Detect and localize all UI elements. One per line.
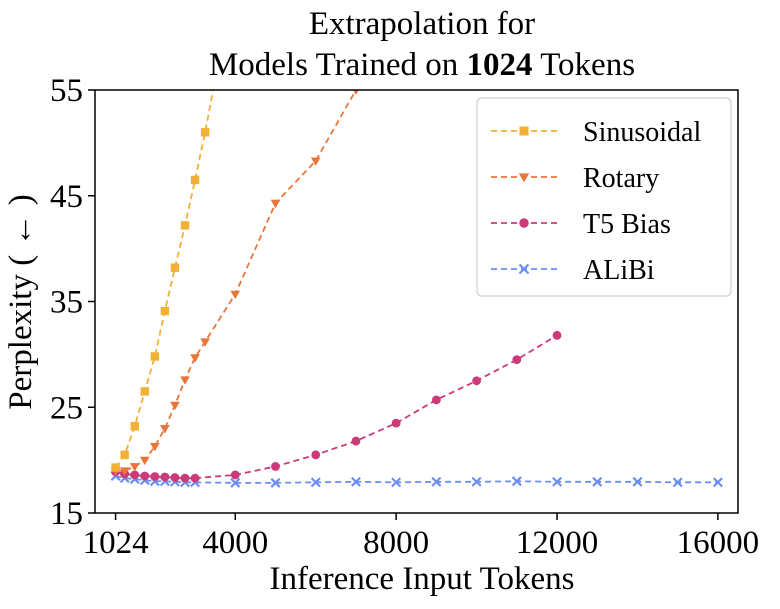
data-point-sinusoidal (170, 263, 180, 272)
data-point-t5-bias (311, 450, 321, 460)
x-axis-ticks: 1024 4000 8000 12000 16000 (83, 513, 760, 561)
legend-marker (519, 218, 529, 228)
y-axis-ticks: 15 25 35 45 55 (50, 73, 95, 532)
series-line-sinusoidal (114, 90, 215, 469)
data-point-t5-bias (140, 471, 150, 481)
data-point-rotary (150, 443, 160, 452)
data-point-sinusoidal (120, 450, 129, 460)
data-point-sinusoidal (140, 387, 149, 396)
legend-label-sinusoidal: Sinusoidal (583, 117, 701, 148)
data-point-alibi (431, 476, 442, 487)
data-point-t5-bias (431, 395, 441, 405)
data-point-rotary (139, 456, 150, 466)
data-point-t5-bias (180, 473, 190, 483)
data-point-rotary (170, 401, 180, 411)
legend-label-rotary: Rotary (583, 163, 659, 194)
data-point-rotary (160, 425, 170, 434)
series-t5-bias (111, 330, 562, 483)
data-point-t5-bias (391, 418, 401, 428)
x-tick-label: 12000 (516, 525, 599, 561)
legend-item-t5-bias: T5 Bias (491, 209, 671, 240)
data-point-alibi (712, 477, 723, 488)
series-alibi (110, 471, 723, 488)
data-point-alibi (592, 476, 603, 487)
data-point-rotary (353, 90, 359, 96)
data-point-alibi (632, 476, 643, 487)
y-tick-label: 45 (50, 179, 83, 215)
data-point-alibi (672, 477, 683, 488)
data-point-sinusoidal (160, 306, 170, 316)
data-point-rotary (190, 354, 200, 363)
data-point-t5-bias (160, 472, 170, 482)
legend-item-rotary: Rotary (491, 163, 659, 194)
data-point-t5-bias (230, 470, 240, 480)
legend-marker (518, 263, 530, 275)
data-point-rotary (270, 199, 281, 209)
data-point-t5-bias (271, 462, 280, 471)
data-point-rotary (200, 338, 210, 347)
data-point-alibi (391, 477, 402, 488)
legend-marker (519, 126, 529, 136)
data-point-sinusoidal (180, 221, 190, 230)
plot-series (110, 90, 723, 488)
x-tick-label: 8000 (363, 525, 429, 561)
y-tick-label: 55 (50, 73, 83, 109)
data-point-alibi (350, 476, 361, 487)
x-tick-label: 1024 (83, 525, 149, 561)
series-sinusoidal (111, 90, 215, 472)
data-point-alibi (230, 477, 241, 488)
legend-marker (518, 173, 530, 183)
series-line-alibi (115, 475, 718, 484)
data-point-alibi (552, 476, 562, 487)
data-point-sinusoidal (150, 352, 160, 361)
chart-title-line-1: Extrapolation for (309, 6, 535, 42)
data-point-alibi (511, 476, 522, 487)
data-point-sinusoidal (130, 422, 139, 431)
data-point-t5-bias (351, 436, 361, 446)
data-point-rotary (129, 463, 140, 472)
data-point-alibi (310, 477, 321, 488)
data-point-alibi (471, 476, 482, 487)
data-point-t5-bias (170, 473, 180, 482)
data-point-sinusoidal (200, 128, 210, 137)
data-point-rotary (180, 376, 190, 385)
legend-item-sinusoidal: Sinusoidal (491, 117, 701, 148)
x-axis-label: Inference Input Tokens (270, 561, 575, 597)
y-tick-label: 15 (50, 496, 83, 532)
legend-item-alibi: ALiBi (491, 255, 655, 286)
legend-box (476, 97, 732, 297)
data-point-rotary (119, 467, 130, 476)
chart-title-line-2: Models Trained on 1024 Tokens (209, 47, 635, 83)
data-point-t5-bias (512, 355, 522, 365)
x-tick-label: 4000 (202, 525, 268, 561)
data-point-t5-bias (150, 472, 160, 481)
legend-label-t5-bias: T5 Bias (583, 209, 671, 240)
series-line-t5-bias (115, 334, 558, 480)
legend-label-alibi: ALiBi (583, 255, 655, 286)
data-point-t5-bias (130, 470, 140, 480)
data-point-t5-bias (190, 473, 200, 483)
chart-title-bold: 1024 (467, 47, 533, 83)
chart-title-suffix: Tokens (533, 47, 636, 83)
chart-title-prefix: Models Trained on (209, 47, 467, 83)
data-point-t5-bias (472, 376, 481, 386)
y-tick-label: 35 (50, 285, 83, 321)
y-axis-label: Perplexity ( ← ) (3, 194, 39, 409)
data-point-rotary (230, 290, 241, 300)
data-point-rotary (310, 157, 321, 166)
data-point-t5-bias (552, 330, 562, 340)
data-point-sinusoidal (190, 175, 200, 185)
data-point-alibi (270, 477, 281, 488)
y-tick-label: 25 (50, 390, 83, 426)
data-point-sinusoidal (111, 463, 120, 472)
x-tick-label: 16000 (677, 525, 760, 561)
